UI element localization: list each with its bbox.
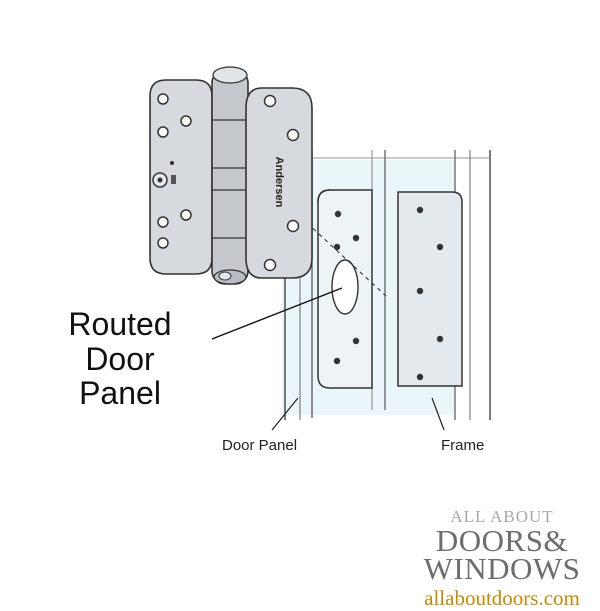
door-panel-label: Door Panel bbox=[222, 437, 298, 454]
logo-doors-line: DOORS& bbox=[435, 523, 569, 558]
routed-slot bbox=[331, 259, 359, 315]
door-panel-tick bbox=[271, 397, 299, 431]
frame-plate bbox=[397, 191, 463, 387]
door-and-frame bbox=[282, 145, 495, 420]
logo-top-line: ALL ABOUT bbox=[450, 507, 554, 526]
callout-line-3: Panel bbox=[79, 375, 161, 412]
door-leaf-plate bbox=[317, 189, 373, 389]
routed-door-panel-callout: Routed Door Panel bbox=[50, 307, 190, 411]
alignment-dashed-line bbox=[306, 222, 387, 297]
hinge: Andersen bbox=[149, 66, 313, 285]
logo-url: allaboutdoors.com bbox=[424, 586, 580, 610]
frame-tick bbox=[431, 397, 445, 431]
all-about-doors-logo: ALL ABOUT DOORS& WINDOWS allaboutdoors.c… bbox=[404, 507, 600, 611]
callout-line-1: Routed bbox=[68, 306, 172, 342]
logo-windows-line: WINDOWS bbox=[423, 551, 581, 586]
callout-line-2: Door bbox=[85, 340, 155, 377]
callout-leader-line bbox=[211, 287, 343, 340]
hinge-brand-text: Andersen bbox=[273, 157, 285, 208]
frame-label: Frame bbox=[441, 437, 485, 454]
